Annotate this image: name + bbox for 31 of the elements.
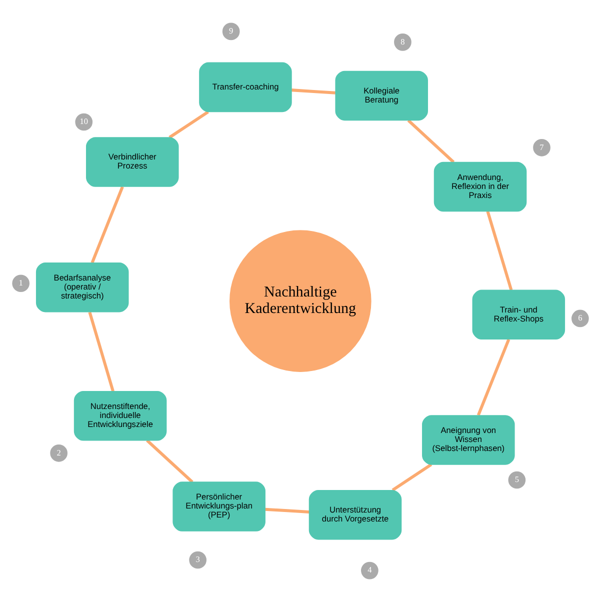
node-circle: 9 (220, 20, 242, 42)
node-circle: 8 (392, 32, 413, 52)
connector (146, 438, 194, 483)
node-box: Verbindlicher Prozess (86, 136, 179, 186)
node-box: Aneignung von Wissen (Selbst-lernphasen) (422, 414, 515, 464)
node-circle: 4 (360, 560, 380, 580)
node-circle: 6 (570, 308, 590, 328)
connector (88, 311, 114, 392)
node-circle: 10 (74, 111, 94, 132)
node-circle: 1 (10, 272, 32, 294)
connector (392, 462, 432, 491)
node-box: Persönlicher Entwicklungs-plan (PEP) (172, 481, 266, 531)
connector (168, 110, 209, 138)
node-box: Anwendung, Reflexion in der Praxis (434, 161, 527, 212)
node-circle: 3 (188, 549, 208, 570)
node-box: Nutzenstiftende, individuelle Entwicklungsziele (74, 390, 167, 440)
connector (90, 186, 124, 263)
node-box: Bedarfsanalyse (operativ / strategisch) (36, 262, 129, 312)
connector (486, 210, 513, 290)
connector (265, 507, 310, 514)
connector (407, 118, 455, 163)
node-circle: 5 (506, 469, 528, 490)
node-circle: 2 (48, 442, 69, 463)
connector (476, 338, 510, 416)
node-circle: Nachhaltige Kaderentwicklung (230, 230, 372, 372)
node-box: Kollegiale Beratung (335, 70, 428, 120)
connector (291, 88, 336, 94)
node-box: Unterstützung durch Vorgesetzte (308, 489, 402, 540)
node-circle: 7 (532, 136, 552, 158)
node-box: Transfer-coaching (199, 62, 292, 112)
node-box: Train- und Reflex-Shops (472, 289, 566, 340)
